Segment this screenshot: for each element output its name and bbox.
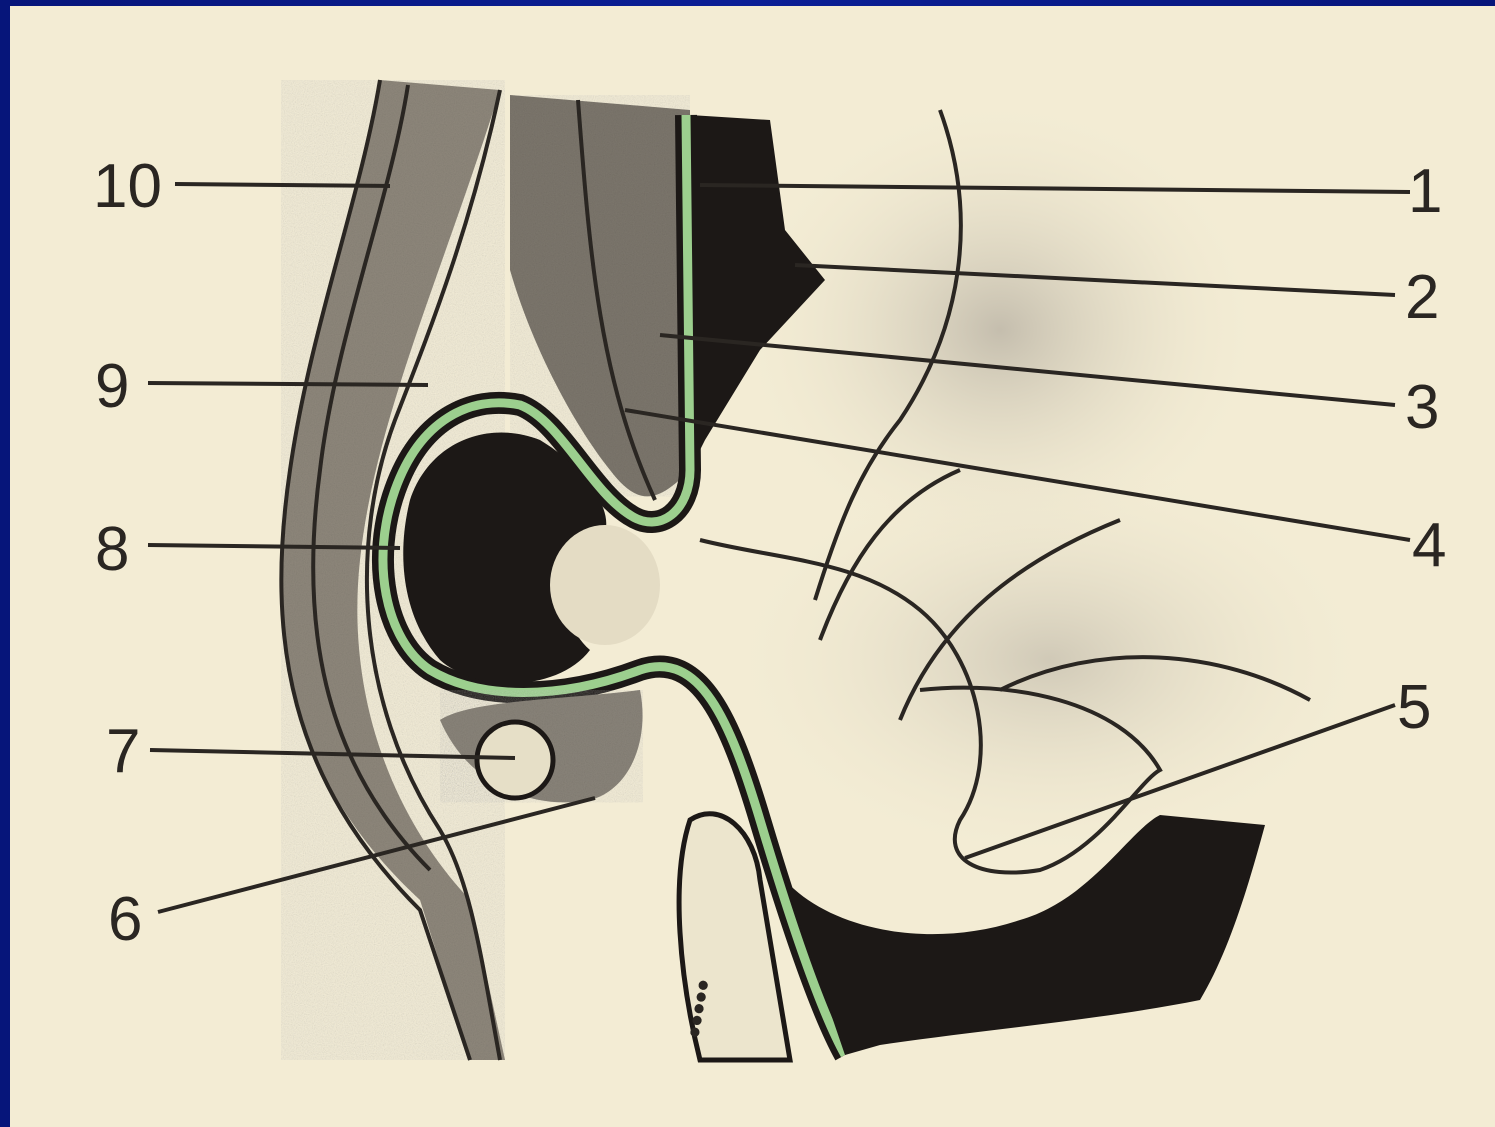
light-protrusion (550, 525, 660, 645)
upper-mottled-tissue (510, 95, 690, 496)
label-2: 2 (1405, 263, 1439, 332)
label-7: 7 (106, 717, 140, 786)
round-structure (477, 722, 553, 798)
label-9: 9 (95, 352, 129, 421)
label-3: 3 (1405, 373, 1439, 442)
background-shading-lower (730, 460, 1370, 860)
leader-10 (175, 184, 390, 186)
leader-8 (148, 545, 400, 548)
leader-9 (148, 383, 428, 385)
label-1: 1 (1408, 157, 1442, 226)
label-10: 10 (93, 152, 162, 221)
label-8: 8 (95, 515, 129, 584)
label-5: 5 (1397, 673, 1431, 742)
label-4: 4 (1412, 511, 1446, 580)
label-6: 6 (108, 885, 142, 954)
